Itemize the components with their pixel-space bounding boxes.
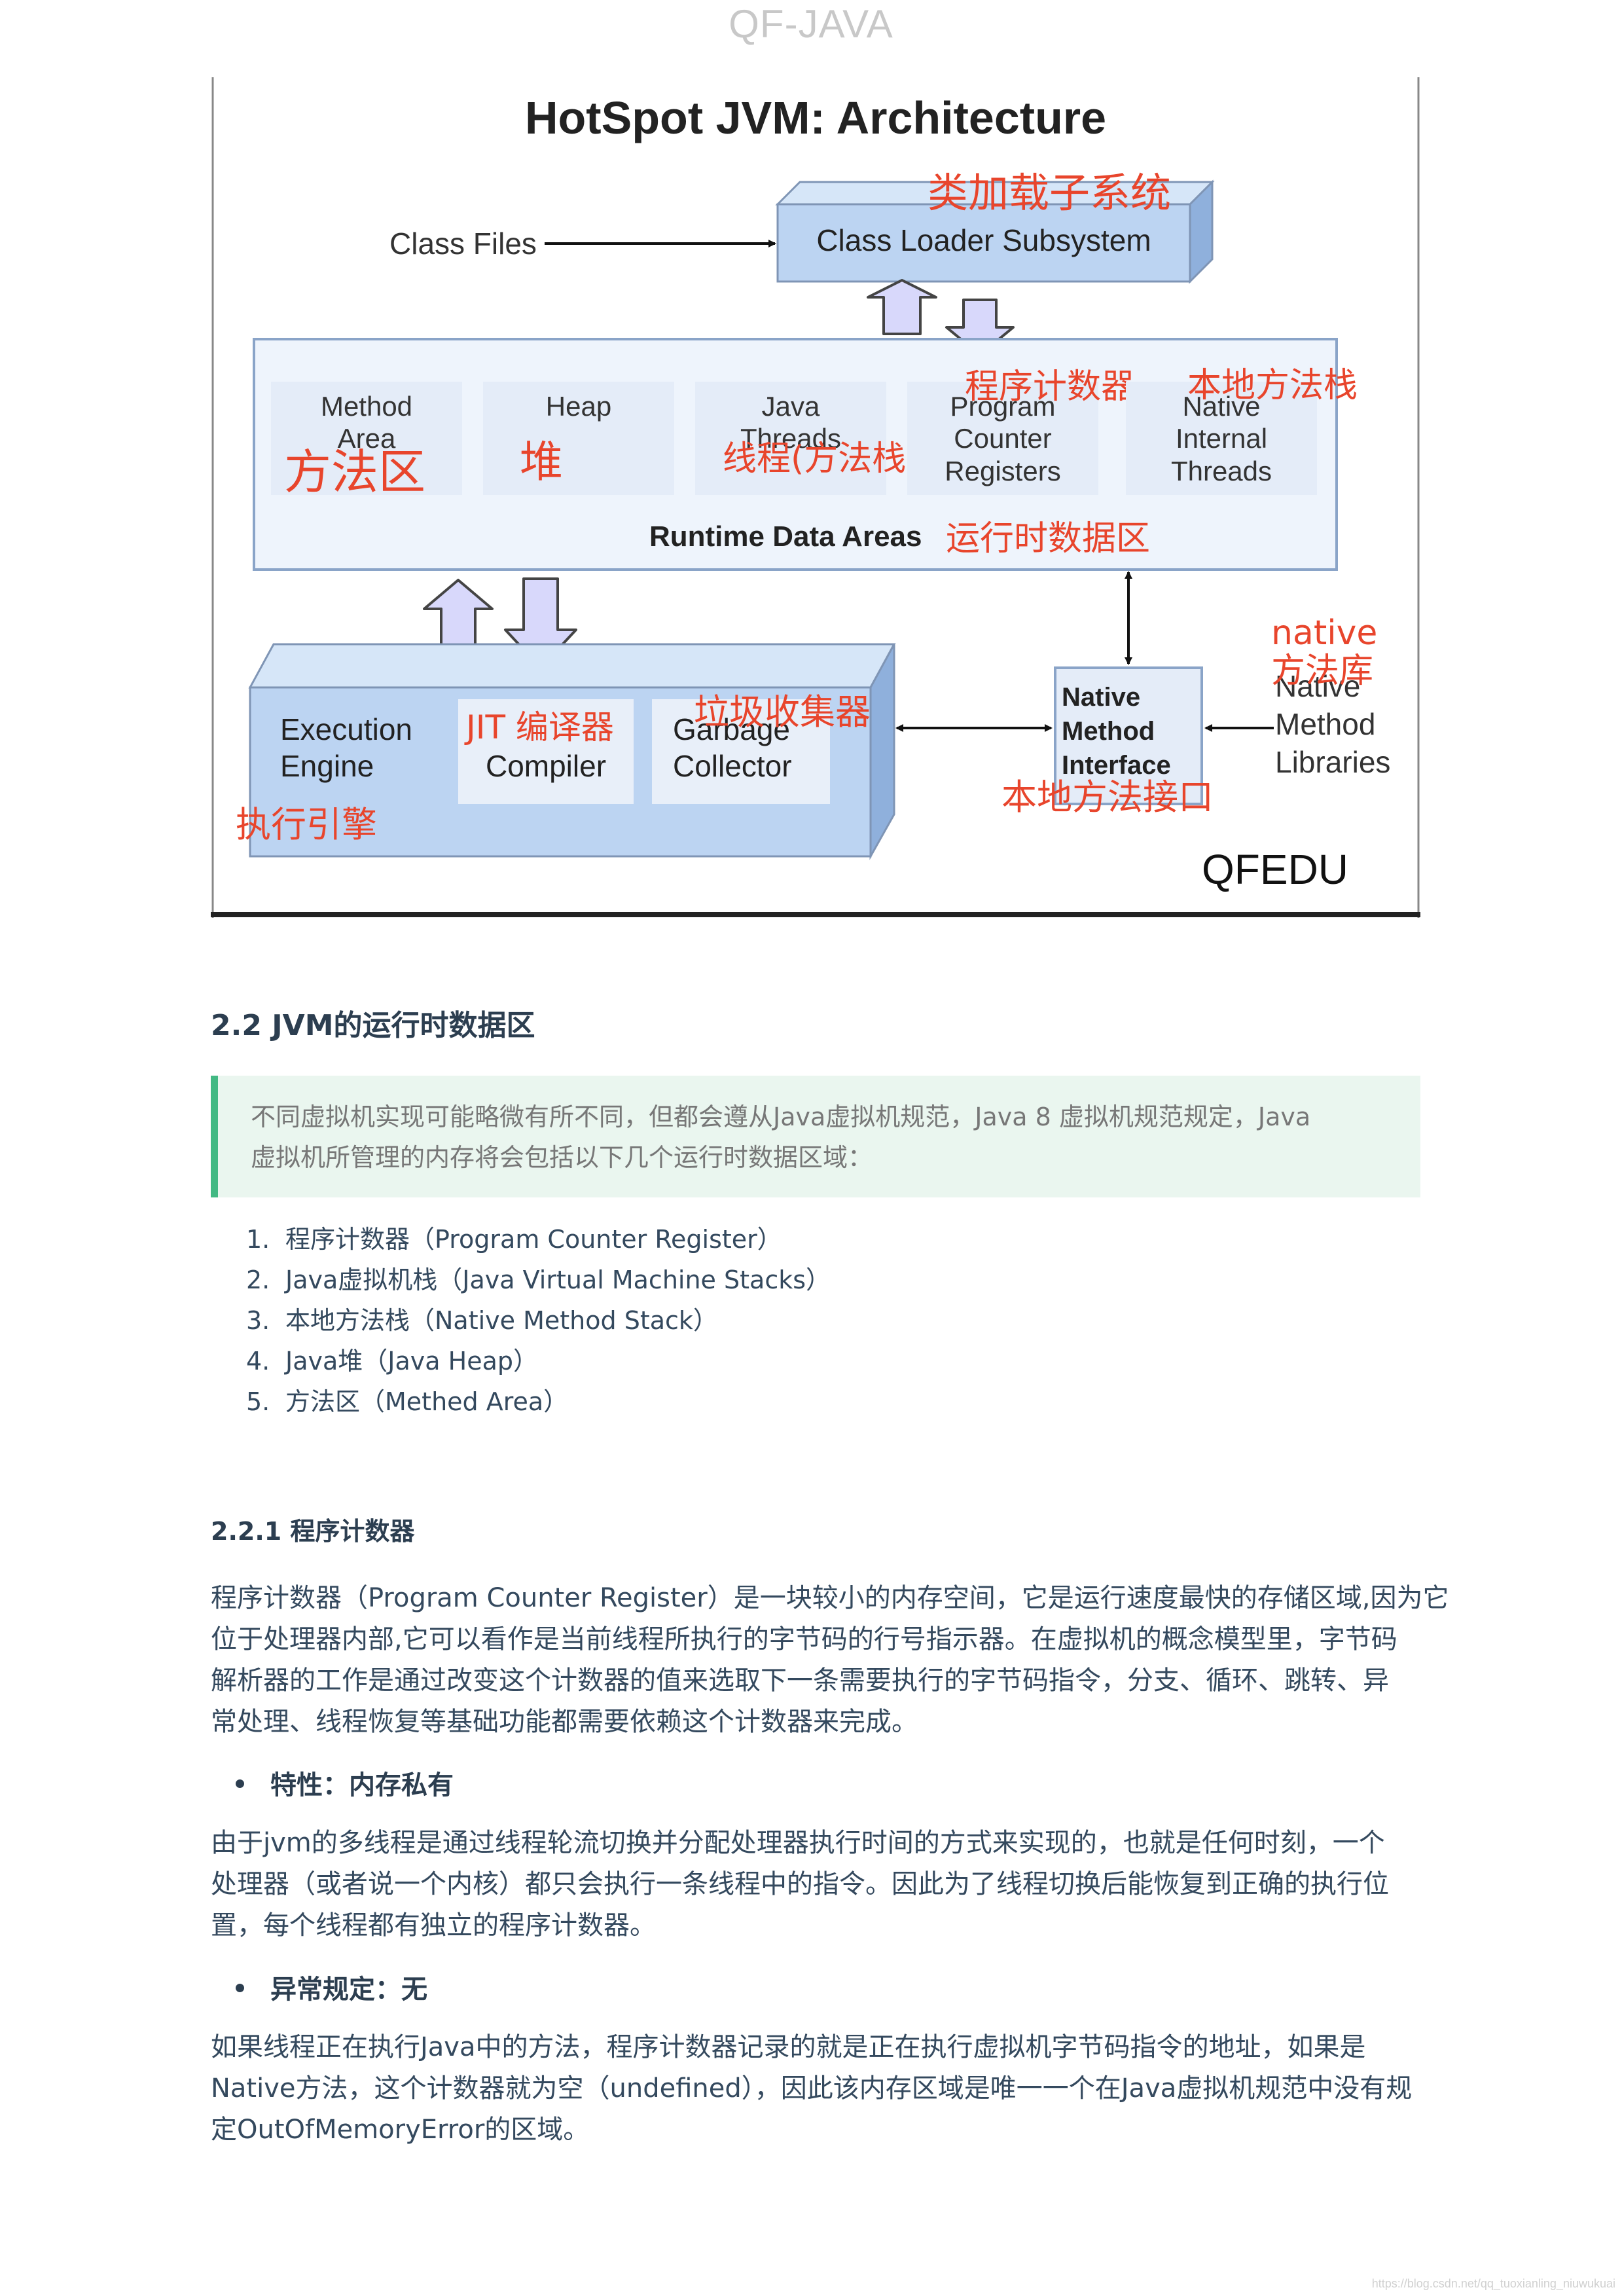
quote-line: 虚拟机所管理的内存将会包括以下几个运行时数据区域： <box>251 1143 873 1172</box>
native-libraries-cn1: native <box>1271 613 1377 653</box>
execution-engine-cn: 执行引擎 <box>236 804 377 845</box>
class-loader-cn: 类加载子系统 <box>928 169 1171 217</box>
svg-text:Program: Program <box>950 391 1055 422</box>
svg-text:Area: Area <box>338 423 396 454</box>
quote-line: 不同虚拟机实现可能略微有所不同，但都会遵从Java虚拟机规范，Java 8 虚拟… <box>251 1102 1311 1131</box>
list-item: 2.Java虚拟机栈（Java Virtual Machine Stacks） <box>246 1266 831 1294</box>
jit-compiler-box <box>458 699 634 804</box>
area-java-threads: Java Threads 线程(方法栈) <box>695 382 920 495</box>
subsection-heading: 2.2.1 程序计数器 <box>211 1517 415 1546</box>
list-item: 1.程序计数器（Program Counter Register） <box>246 1225 782 1254</box>
svg-text:Interface: Interface <box>1062 751 1171 780</box>
area-heap-cn: 堆 <box>520 437 563 487</box>
bullet-dot-icon <box>236 1779 244 1788</box>
paragraph-feature: 由于jvm的多线程是通过线程轮流切换并分配处理器执行时间的方式来实现的，也就是任… <box>211 1828 1389 1941</box>
area-program-counter: Program Counter Registers 程序计数器 <box>907 367 1135 495</box>
class-files-label: Class Files <box>389 227 537 261</box>
svg-text:Internal: Internal <box>1176 423 1267 454</box>
blockquote: 不同虚拟机实现可能略微有所不同，但都会遵从Java虚拟机规范，Java 8 虚拟… <box>211 1076 1420 1197</box>
bullet-feature: 特性：内存私有 <box>236 1764 454 1802</box>
page-header: QF-JAVA <box>729 2 893 46</box>
class-loader-box: Class Loader Subsystem <box>775 179 1215 284</box>
svg-text:Native: Native <box>1182 391 1260 422</box>
native-libraries-cn2: 方法库 <box>1271 651 1373 691</box>
execution-engine-box: Execution Engine Compiler Garbage Collec… <box>248 643 896 860</box>
runtime-label-cn: 运行时数据区 <box>946 519 1150 558</box>
svg-text:Counter: Counter <box>954 423 1051 454</box>
garbage-collector-box <box>652 699 830 804</box>
svg-text:Method: Method <box>1275 707 1375 741</box>
brand-logo: QFEDU <box>1202 846 1348 893</box>
svg-text:Threads: Threads <box>1171 456 1272 486</box>
bullet-exception: 异常规定：无 <box>236 1968 427 2006</box>
svg-text:Method: Method <box>1062 717 1155 746</box>
svg-text:Native: Native <box>1062 683 1140 712</box>
paragraph-exception: 如果线程正在执行Java中的方法，程序计数器记录的就是正在执行虚拟机字节码指令的… <box>211 2032 1413 2145</box>
svg-text:Compiler: Compiler <box>486 749 606 783</box>
native-interface-cn: 本地方法接口 <box>1001 776 1214 818</box>
svg-text:Collector: Collector <box>673 749 792 783</box>
class-loader-label: Class Loader Subsystem <box>816 223 1151 257</box>
area-method-cn: 方法区 <box>284 445 425 500</box>
area-program-counter-cn: 程序计数器 <box>965 367 1135 407</box>
svg-text:Libraries: Libraries <box>1275 745 1390 779</box>
area-method: Method Area 方法区 <box>271 382 462 500</box>
jvm-architecture-diagram: HotSpot JVM: Architecture Class Loader S… <box>211 77 1420 918</box>
runtime-label: Runtime Data Areas <box>649 520 922 553</box>
section-heading: 2.2 JVM的运行时数据区 <box>211 1009 535 1042</box>
runtime-areas-list: 1.程序计数器（Program Counter Register） 2.Java… <box>211 1219 831 1422</box>
gc-cn: 垃圾收集器 <box>694 691 871 733</box>
paragraph-intro: 程序计数器（Program Counter Register）是一块较小的内存空… <box>211 1583 1449 1737</box>
area-native-threads: Native Internal Threads 本地方法栈 <box>1126 366 1358 495</box>
svg-text:Threads: Threads <box>740 423 841 454</box>
svg-text:Garbage: Garbage <box>673 712 790 746</box>
area-native-threads-cn: 本地方法栈 <box>1187 366 1358 405</box>
diagram-title: HotSpot JVM: Architecture <box>525 92 1106 143</box>
list-item: 3.本地方法栈（Native Method Stack） <box>246 1306 718 1335</box>
watermark: https://blog.csdn.net/qq_tuoxianling_niu… <box>1371 2277 1615 2290</box>
bullet-dot-icon <box>236 1983 244 1992</box>
native-libraries-line1: Native <box>1275 669 1360 703</box>
svg-text:Registers: Registers <box>945 456 1060 486</box>
svg-text:Engine: Engine <box>280 749 374 783</box>
area-heap: Heap 堆 <box>483 382 674 495</box>
jit-cn: JIT 编译器 <box>464 708 614 746</box>
up-arrow-loader <box>867 279 937 335</box>
native-interface-box <box>1054 666 1203 805</box>
svg-text:Heap: Heap <box>546 391 611 422</box>
list-item: 4.Java堆（Java Heap） <box>246 1347 538 1376</box>
area-java-threads-cn: 线程(方法栈) <box>723 439 920 479</box>
svg-text:Method: Method <box>321 391 412 422</box>
list-item: 5.方法区（Methed Area） <box>246 1387 569 1416</box>
svg-text:Execution: Execution <box>280 712 412 746</box>
svg-text:Java: Java <box>762 391 820 422</box>
